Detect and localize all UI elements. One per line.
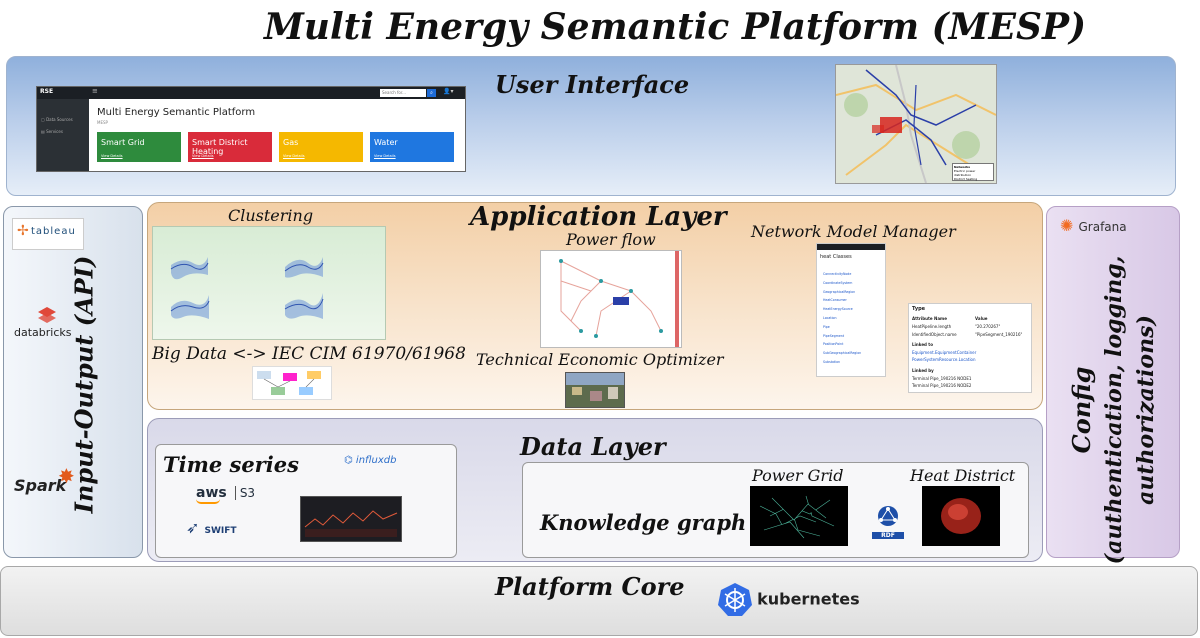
grafana-dashboard-thumbnail — [300, 496, 402, 542]
tile-smart-grid: Smart Grid View Details — [97, 132, 181, 162]
influxdb-logo: ⌬ influxdb — [344, 455, 397, 466]
page-title: Multi Energy Semantic Platform (MESP) — [263, 6, 1087, 48]
optimizer-label: Technical Economic Optimizer — [476, 350, 724, 369]
spark-star-icon: ✸ — [58, 464, 75, 488]
power-grid-label: Power Grid — [752, 466, 844, 485]
spark-logo: Spark ✸ — [14, 464, 75, 495]
app-topbar: RSE ≡ Search for... ⌕ 👤▾ — [37, 87, 465, 99]
power-flow-graph — [540, 250, 682, 348]
hamburger-icon: ≡ — [92, 87, 98, 95]
nmm-attribute-panel: Type Attribute Name Value HeatPipeline.l… — [908, 303, 1032, 393]
power-grid-graph-image — [750, 486, 848, 546]
clustering-mini-plots — [170, 257, 324, 319]
clustering-label: Clustering — [228, 206, 314, 225]
tile-smart-district-heating: Smart District Heating View Details — [188, 132, 272, 162]
power-grid-graphic — [759, 495, 835, 539]
app-subheading: MESP — [97, 120, 108, 125]
application-layer-title: Application Layer — [470, 202, 727, 232]
grafana-logo: ✺ Grafana — [1060, 216, 1127, 235]
swift-logo: ➶ SWIFT — [186, 518, 237, 537]
databricks-logo: databricks — [12, 306, 82, 346]
tile-water: Water View Details — [370, 132, 454, 162]
input-output-panel — [3, 206, 143, 558]
databricks-icon — [38, 307, 56, 323]
dashboard-graphic — [304, 510, 398, 537]
platform-core-title: Platform Core — [495, 572, 685, 601]
sidebar-item-services: ▤ Services — [41, 129, 63, 134]
app-heading: Multi Energy Semantic Platform — [97, 107, 256, 118]
tableau-logo: ✢ tableau — [12, 218, 84, 250]
kubernetes-icon — [718, 583, 752, 616]
swift-bird-icon: ➶ — [186, 518, 200, 537]
tile-gas: Gas View Details — [279, 132, 363, 162]
app-search-input: Search for... — [380, 89, 426, 97]
user-icon: 👤▾ — [443, 88, 454, 95]
app-screenshot: RSE ≡ Search for... ⌕ 👤▾ ▢ Data Sources … — [36, 86, 466, 172]
power-flow-tree — [559, 251, 679, 347]
heat-district-graphic — [941, 498, 981, 534]
kubernetes-logo: kubernetes — [718, 582, 860, 616]
user-interface-title: User Interface — [495, 70, 690, 99]
sidebar-item-data-sources: ▢ Data Sources — [41, 117, 73, 122]
network-map: Networks Electric power distribution Dis… — [835, 64, 997, 184]
input-output-title: Input-Output (API) — [69, 255, 99, 514]
data-layer-title: Data Layer — [520, 432, 666, 461]
app-sidebar: ▢ Data Sources ▤ Services — [37, 99, 89, 171]
network-model-manager-label: Network Model Manager — [751, 222, 956, 241]
config-panel — [1046, 206, 1180, 558]
grafana-icon: ✺ — [1060, 216, 1074, 235]
cim-graphic — [257, 371, 321, 395]
map-legend: Networks Electric power distribution Dis… — [952, 163, 994, 181]
big-data-label: Big Data <-> IEC CIM 61970/61968 — [152, 344, 466, 364]
rdf-logo: RDF — [872, 504, 904, 539]
optimizer-graphic — [566, 373, 624, 401]
knowledge-graph-label: Knowledge graph — [540, 510, 747, 535]
optimizer-thumbnail — [565, 372, 625, 408]
power-flow-label: Power flow — [566, 230, 656, 249]
nmm-topbar — [817, 244, 885, 250]
config-title: Config (authentication, logging, authori… — [1067, 255, 1159, 565]
app-brand: RSE — [40, 88, 54, 95]
aws-s3-logo: aws S3 — [196, 482, 256, 504]
search-icon: ⌕ — [427, 89, 436, 97]
nmm-header: heat Classes — [820, 254, 852, 260]
cim-diagram-thumbnail — [252, 366, 332, 400]
heat-district-graph-image — [922, 486, 1000, 546]
aws-smile-icon — [196, 499, 220, 504]
map-graphic — [836, 65, 996, 183]
time-series-label: Time series — [163, 452, 299, 477]
clustering-charts — [152, 226, 386, 340]
heat-district-label: Heat District — [910, 466, 1016, 485]
rdf-icon — [878, 506, 898, 526]
platform-core-panel — [0, 566, 1198, 636]
